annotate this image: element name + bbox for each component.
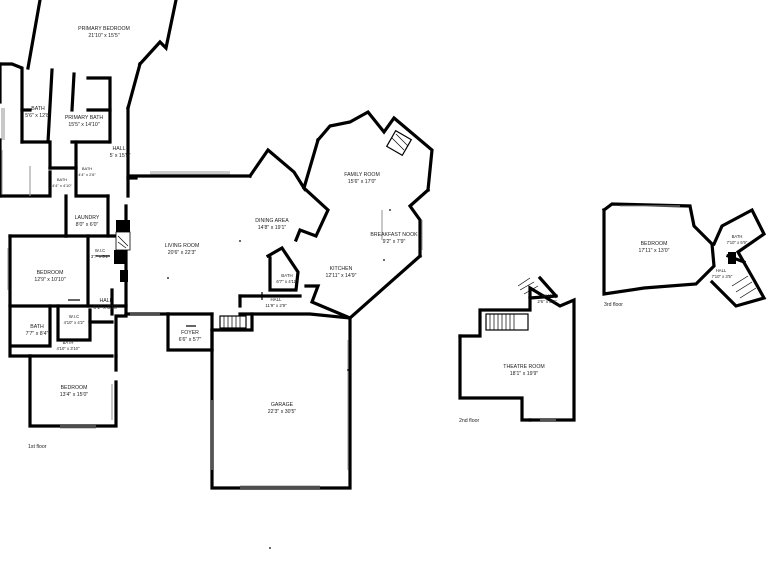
- wic-1-dims: 3'7" x 5'1": [91, 254, 110, 259]
- hall-5-dims: 7'10" x 3'5": [712, 274, 733, 279]
- foyer-dims: 6'6" x 5'7": [179, 337, 202, 343]
- living-room-name: LIVING ROOM: [165, 243, 200, 249]
- hall-3-dims: 11'9" x 2'9": [265, 303, 287, 308]
- door-marks: [68, 255, 263, 327]
- bedroom-2-name: BEDROOM: [61, 385, 88, 391]
- theatre-room-name: THEATRE ROOM: [503, 364, 544, 370]
- bath-2-name: BATH: [30, 324, 44, 330]
- first-floor-walls: [0, 0, 434, 490]
- first-floor-label: 1st floor: [28, 444, 47, 450]
- dining-area-dims: 14'8" x 19'1": [258, 225, 287, 231]
- breakfast-nook-dims: 9'2" x 7'9": [383, 239, 406, 245]
- bath-2-dims: 7'7" x 8'4": [26, 331, 49, 337]
- first-floor-windows: [1, 108, 423, 489]
- kitchen-dims: 12'11" x 14'9": [326, 273, 357, 279]
- wic-1-name: W.I.C: [95, 248, 105, 253]
- bath-1-dims: 5'6" x 12'8": [25, 113, 51, 119]
- theatre-room-dims: 18'1" x 19'9": [510, 371, 539, 377]
- bath-small-name: BATH: [57, 177, 67, 182]
- family-room-dims: 15'6" x 17'0": [348, 179, 377, 185]
- hall-3-name: HALL: [271, 297, 283, 302]
- bedroom-2-dims: 13'4" x 15'0": [60, 392, 89, 398]
- bath-tiny-dims: 4'4" x 2'6": [78, 172, 96, 177]
- room-labels: PRIMARY BEDROOM 21'10" x 15'5" BATH 5'6"…: [25, 26, 748, 415]
- hall-1-dims: 5' x 15'5": [110, 153, 131, 159]
- wic-2-name: W.I.C: [69, 314, 79, 319]
- hall-4-dims: 2'6" x 8'9": [537, 299, 557, 304]
- primary-bath-dims: 15'5" x 14'10": [68, 122, 99, 128]
- family-room-name: FAMILY ROOM: [344, 172, 380, 178]
- third-floor-walls: [601, 202, 767, 308]
- hall-4-name: HALL: [542, 293, 554, 298]
- bath-5-dims: 7'10" x 5'9": [727, 240, 748, 245]
- laundry-dims: 8'0" x 6'0": [76, 222, 99, 228]
- dining-area-name: DINING AREA: [255, 218, 289, 224]
- garage-dims: 22'3" x 30'5": [268, 409, 297, 415]
- garage-name: GARAGE: [271, 402, 294, 408]
- breakfast-nook-name: BREAKFAST NOOK: [370, 232, 418, 238]
- bath-small-dims: 4'4" x 4'10": [52, 183, 72, 188]
- hall-5-name: HALL: [716, 268, 727, 273]
- bath-5-name: BATH: [732, 234, 743, 239]
- kitchen-name: KITCHEN: [330, 266, 353, 272]
- first-floor-fixtures: [114, 129, 413, 329]
- second-floor-walls: [458, 275, 576, 422]
- bath-3-dims: 4'10" x 3'10": [57, 346, 80, 351]
- foyer-name: FOYER: [181, 330, 199, 336]
- bedroom-3-dims: 17'11" x 13'0": [639, 248, 670, 254]
- primary-bath-name: PRIMARY BATH: [65, 115, 104, 121]
- bedroom-3-name: BEDROOM: [641, 241, 668, 247]
- bath-tiny-name: BATH: [82, 166, 92, 171]
- primary-bedroom-dims: 21'10" x 15'5": [88, 33, 119, 39]
- third-floor-label: 3rd floor: [604, 302, 623, 308]
- wic-2-dims: 4'10" x 4'2": [64, 320, 85, 325]
- living-room-dims: 20'6" x 22'3": [168, 250, 197, 256]
- second-floor-label: 2nd floor: [459, 418, 479, 424]
- bath-3-name: BATH: [63, 340, 74, 345]
- bath-1-name: BATH: [31, 106, 45, 112]
- hall-2-name: HALL: [100, 298, 113, 304]
- bedroom-1-name: BEDROOM: [37, 270, 64, 276]
- laundry-name: LAUNDRY: [75, 215, 100, 221]
- bath-4-name: BATH: [281, 273, 292, 278]
- hall-1-name: HALL: [113, 146, 126, 152]
- floor-labels: 1st floor 2nd floor 3rd floor: [28, 302, 623, 450]
- bath-4-dims: 6'7" x 4'11": [276, 279, 298, 284]
- bedroom-1-dims: 12'9" x 10'10": [34, 277, 65, 283]
- hall-2-dims: 6'1" x 3'10": [93, 305, 119, 311]
- outlet-dots: [167, 209, 391, 549]
- primary-bedroom-name: PRIMARY BEDROOM: [78, 26, 130, 32]
